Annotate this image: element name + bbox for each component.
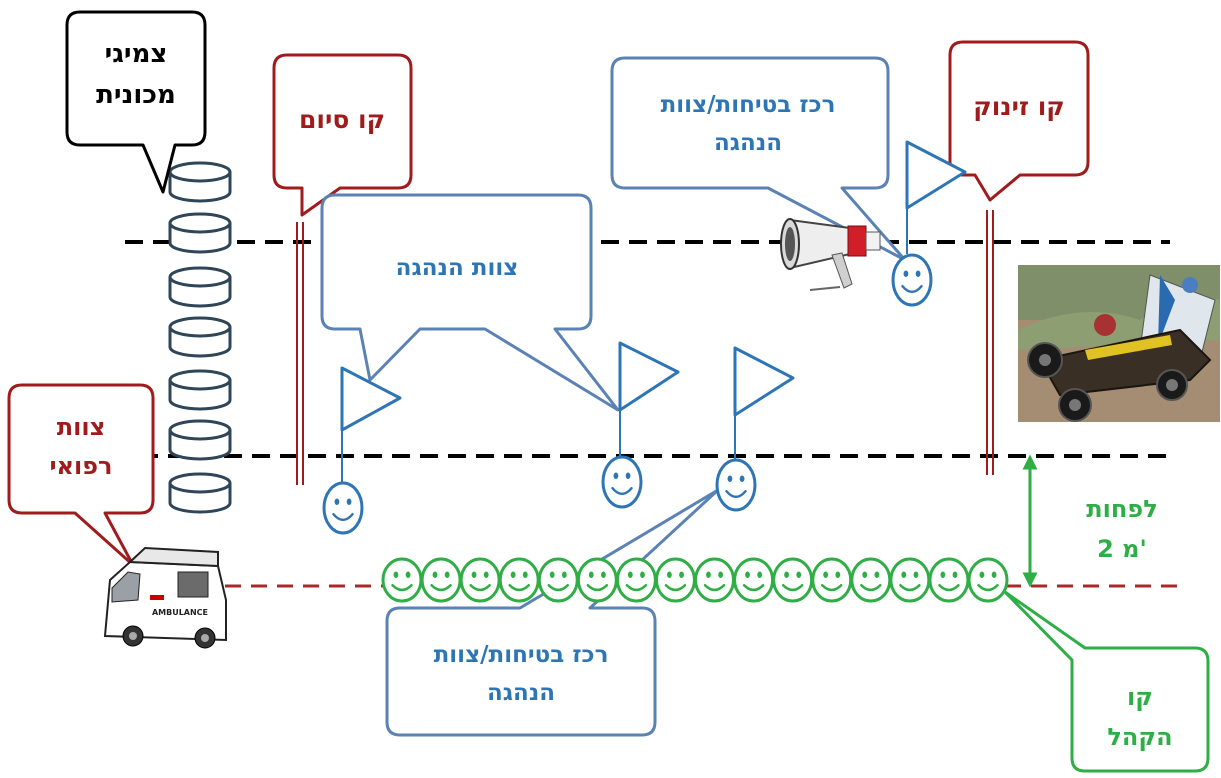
flag-icon: [905, 140, 967, 254]
smiley-icon: [322, 481, 364, 535]
race-cart-photo: [1018, 265, 1220, 422]
smiley-icon: [715, 458, 757, 512]
smiley-icon: [733, 557, 775, 603]
smiley-icon: [967, 557, 1009, 603]
smiley-icon: [694, 557, 736, 603]
tire-icon: [168, 419, 232, 461]
megaphone-icon: [780, 218, 881, 291]
start-line-label: קו זינוק: [973, 92, 1064, 121]
tires-label-line2: מכונית: [96, 80, 176, 110]
tire-icon: [168, 472, 232, 514]
crowd-line-label-line2: הקהל: [1107, 723, 1172, 751]
smiley-icon: [811, 557, 853, 603]
medical-team-callout: צוות רפואי: [7, 383, 155, 567]
finish-line-label: קו סיום: [299, 105, 385, 134]
smiley-icon: [928, 557, 970, 603]
ambulance-text: AMBULANCE: [152, 608, 208, 617]
tire-icon: [168, 316, 232, 358]
smiley-icon: [498, 557, 540, 603]
tire-icon: [168, 161, 232, 203]
smiley-icon: [850, 557, 892, 603]
leadership-team-label: צוות הנהגה: [396, 255, 519, 281]
ambulance-icon: AMBULANCE: [103, 546, 227, 649]
safety-coordinator-top-line1: רכז בטיחות/צוות: [661, 92, 836, 118]
min-distance-label-line1: לפחות: [1086, 495, 1157, 523]
crowd-group: [381, 557, 1009, 603]
staff-group: [322, 253, 933, 535]
smiley-icon: [615, 557, 657, 603]
smiley-icon: [889, 557, 931, 603]
finish-line-mark: [296, 222, 304, 485]
flag-icon: [340, 366, 402, 482]
min-distance-label-line2: 2 מ': [1097, 535, 1147, 563]
flag-icon: [733, 346, 795, 462]
smiley-icon: [654, 557, 696, 603]
tires-callout: צמיגי מכונית: [65, 10, 207, 194]
crowd-line-callout: קו הקהל: [1003, 590, 1210, 773]
smiley-icon: [420, 557, 462, 603]
finish-line-callout: קו סיום: [272, 53, 413, 217]
medical-team-label-line2: רפואי: [49, 452, 112, 480]
safety-coordinator-callout-top: רכז בטיחות/צוות הנהגה: [610, 56, 907, 262]
smiley-icon: [601, 455, 643, 509]
flag-icon: [618, 341, 680, 457]
medical-team-label-line1: צוות: [57, 413, 106, 441]
smiley-icon: [537, 557, 579, 603]
safety-coordinator-bottom-line1: רכז בטיחות/צוות: [434, 642, 609, 668]
safety-coordinator-callout-bottom: רכז בטיחות/צוות הנהגה: [385, 488, 720, 737]
smiley-icon: [772, 557, 814, 603]
tire-icon: [168, 266, 232, 308]
safety-coordinator-bottom-line2: הנהגה: [487, 680, 555, 706]
start-line-callout: קו זינוק: [948, 40, 1090, 202]
leadership-team-callout: צוות הנהגה: [320, 193, 620, 412]
smiley-icon: [459, 557, 501, 603]
start-line-mark: [986, 210, 994, 475]
tire-icon: [168, 369, 232, 411]
smiley-icon: [576, 557, 618, 603]
smiley-icon: [891, 253, 933, 307]
tire-icon: [168, 212, 232, 254]
tires-label-line1: צמיגי: [105, 39, 168, 69]
crowd-line-label-line1: קו: [1127, 683, 1153, 711]
tire-stack: [168, 161, 232, 514]
smiley-icon: [381, 557, 423, 603]
safety-coordinator-top-line2: הנהגה: [714, 130, 782, 156]
